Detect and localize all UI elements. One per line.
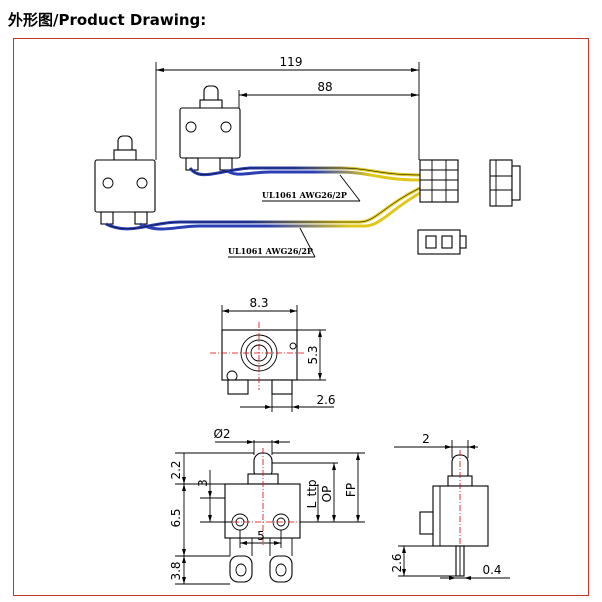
dim-2-label: 2 — [422, 432, 430, 446]
dim-0-4-label: 0.4 — [482, 563, 501, 577]
connector-side-view — [417, 229, 467, 255]
harness-view: 119 88 — [94, 55, 521, 258]
upper-wires — [188, 166, 421, 182]
dim-119: 119 — [155, 55, 420, 160]
lower-switch — [94, 135, 156, 225]
dim-88-label: 88 — [317, 80, 332, 94]
dim-2-6-end-label: 2.6 — [390, 553, 404, 572]
dim-l-label: L — [305, 501, 319, 508]
side-view: Ø2 2.2 3 6.5 3.8 5 — [169, 427, 365, 585]
dim-6-5-label: 6.5 — [169, 508, 183, 527]
dim-ttp-label: ttp — [305, 479, 319, 496]
front-view: 8.3 5.3 2.6 — [210, 296, 336, 412]
connector-housing — [419, 159, 459, 203]
upper-switch — [179, 85, 241, 171]
page-title: 外形图/Product Drawing: — [8, 11, 207, 29]
cable-label-lower: UL1061 AWG26/2P — [228, 246, 313, 256]
dim-bottom-label: 3.8 — [169, 561, 183, 580]
dim-fp-label: FP — [344, 483, 358, 497]
lower-wires — [105, 186, 421, 231]
dim-2-6-label: 2.6 — [316, 393, 335, 407]
end-view: 2 2.6 0.4 — [390, 432, 510, 580]
dim-5-3-label: 5.3 — [306, 345, 320, 364]
dim-119-label: 119 — [280, 55, 303, 69]
drawing-frame — [13, 38, 589, 596]
dim-dia-label: Ø2 — [213, 427, 230, 441]
dim-8-3-label: 8.3 — [249, 296, 268, 310]
dim-5-label: 5 — [257, 529, 265, 543]
dim-3-label: 3 — [196, 479, 210, 487]
cable-label-upper: UL1061 AWG26/2P — [262, 190, 347, 200]
dim-op-label: OP — [320, 486, 334, 503]
mating-connector — [489, 159, 521, 207]
dim-88: 88 — [238, 80, 419, 155]
dim-top-label: 2.2 — [169, 460, 183, 479]
